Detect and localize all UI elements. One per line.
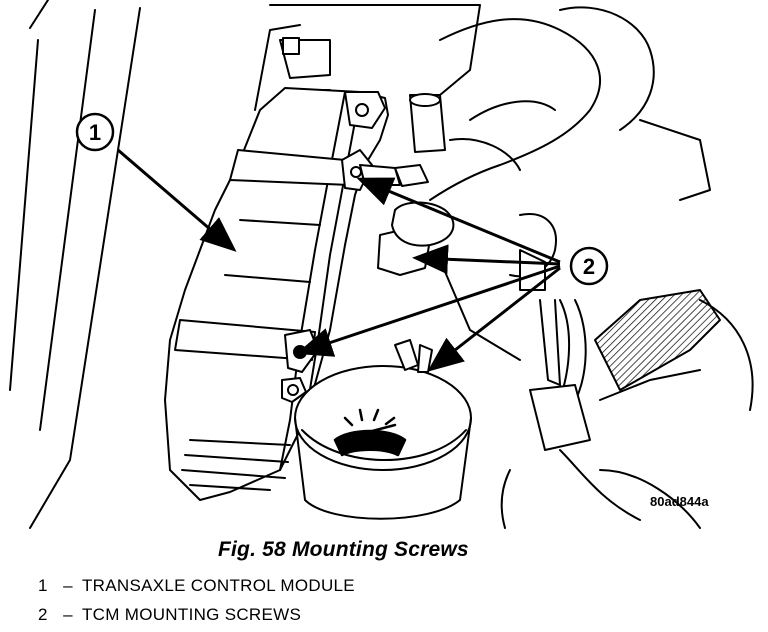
wiring-harness [500, 289, 721, 529]
callout-2-arrow-bracket-screw [427, 266, 561, 372]
callout-1-label: 1 [89, 120, 101, 145]
legend-item: 2–TCM MOUNTING SCREWS [38, 605, 301, 625]
transaxle-control-module [164, 87, 431, 501]
callout-1-arrow [117, 148, 237, 252]
vehicle-body-panel [9, 0, 141, 529]
callout-2-arrow-lower-screw [296, 264, 561, 357]
mounting-screws-illustration: 1 2 [9, 0, 754, 529]
legend-item-number: 1 [38, 576, 48, 595]
callout-2-label: 2 [583, 254, 595, 279]
legend-item-separator: – [63, 576, 73, 595]
callout-2-circle [569, 246, 609, 286]
legend-item-text: TCM MOUNTING SCREWS [82, 605, 302, 624]
callout-2: 2 [569, 246, 609, 286]
callout-1: 1 [75, 112, 115, 152]
callout-2-arrow-upper-screw [356, 177, 561, 264]
callout-1-circle [75, 112, 115, 152]
figure-caption: Fig. 58 Mounting Screws [218, 538, 469, 561]
legend-item-separator: – [63, 605, 73, 624]
washer-symbol-icon [333, 408, 407, 457]
callout-arrows [117, 148, 561, 372]
technician-hand [391, 6, 754, 411]
mounting-bracket [254, 4, 521, 361]
legend-item-number: 2 [38, 605, 48, 624]
figure-code: 80ad844a [650, 494, 709, 509]
callout-2-arrow-connector-screw [412, 244, 561, 275]
legend-item: 1–TRANSAXLE CONTROL MODULE [38, 576, 355, 596]
legend-item-text: TRANSAXLE CONTROL MODULE [82, 576, 355, 595]
